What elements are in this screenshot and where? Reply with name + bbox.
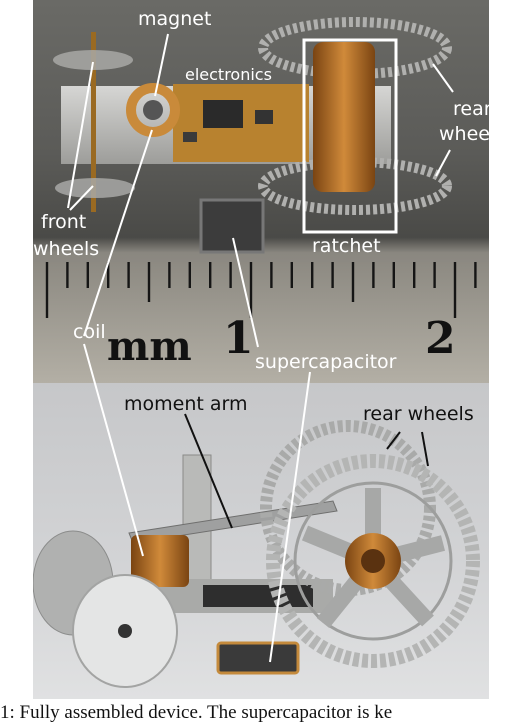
label-rear-wheels-bottom: rear wheels: [363, 403, 474, 425]
magnet: [126, 83, 180, 137]
label-electronics: electronics: [185, 65, 272, 84]
label-front-wheels-line2: wheels: [33, 238, 100, 260]
label-magnet: magnet: [138, 8, 212, 30]
label-front-wheels-line1: front: [41, 211, 87, 233]
label-coil: coil: [73, 321, 106, 343]
bottom-photo-drawing: [33, 420, 480, 688]
figure-caption: 1: Fully assembled device. The supercapa…: [0, 702, 393, 723]
top-photo: magnet electronics rear wheels front whe…: [33, 0, 489, 383]
label-supercapacitor: supercapacitor: [255, 351, 397, 373]
ratchet-cylinder: [313, 42, 375, 192]
label-rear-wheels-line1: rear: [453, 98, 489, 120]
supercapacitor-bottom: [216, 641, 300, 675]
label-moment-arm: moment arm: [124, 393, 248, 415]
rear-wheel-front: [266, 454, 480, 668]
ruler-ticks: [45, 262, 477, 318]
label-ratchet: ratchet: [312, 235, 381, 257]
ruler-tick-2: 2: [425, 313, 456, 364]
front-wheel-top: [53, 50, 133, 70]
ruler-tick-1: 1: [223, 313, 254, 364]
front-wheel-bottom: [55, 178, 135, 198]
supercapacitor: [199, 198, 265, 254]
label-rear-wheels-line2: wheels: [439, 123, 489, 145]
coil: [131, 535, 189, 587]
bottom-photo: moment arm rear wheels: [33, 383, 489, 699]
ruler-unit: mm: [107, 323, 192, 370]
